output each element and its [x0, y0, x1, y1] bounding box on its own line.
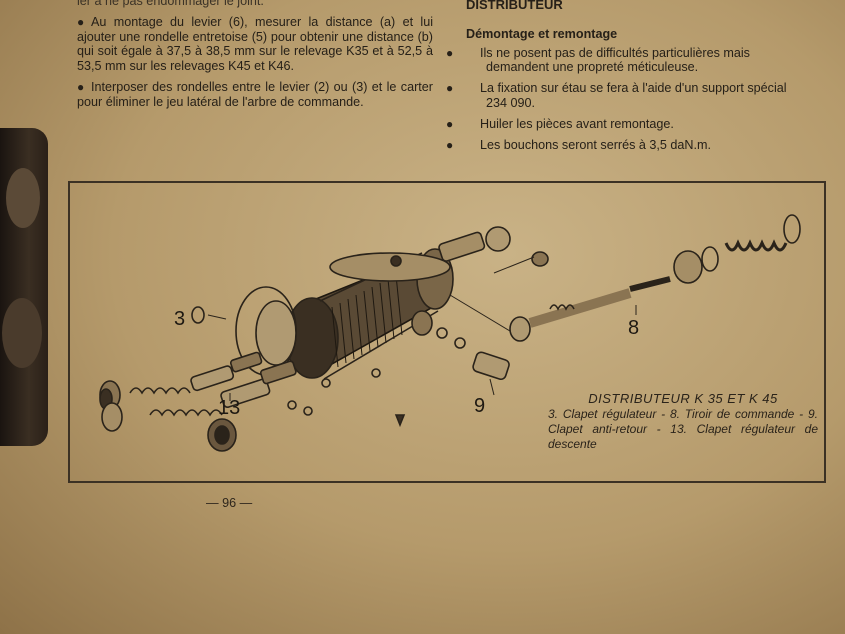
- page-number: — 96 —: [206, 496, 253, 510]
- subsection-title: Démontage et remontage: [466, 26, 618, 41]
- bullet-icon: ●: [446, 81, 454, 96]
- bullet-icon: ●: [446, 137, 454, 152]
- callout-13: 13: [218, 397, 241, 419]
- bullet-item: ● Huiler les pièces avant remontage.: [446, 116, 806, 132]
- photo-fragment: [0, 128, 48, 446]
- bullet-text: Les bouchons seront serrés à 3,5 daN.m.: [480, 137, 712, 152]
- bullet-text: Ils ne posent pas de difficultés particu…: [480, 45, 750, 75]
- spring-stack-lower: [149, 360, 297, 417]
- bullet-item: ● Ils ne posent pas de difficultés partic…: [446, 45, 806, 76]
- washer: [371, 368, 381, 378]
- callout-8: 8: [628, 317, 640, 339]
- bullet-icon: ●: [77, 14, 85, 29]
- caption-title: DISTRIBUTEUR K 35 ET K 45: [588, 391, 778, 406]
- washer: [287, 400, 297, 410]
- bleed-screw: [394, 414, 406, 428]
- right-text-column: DISTRIBUTEUR Démontage et remontage ● Ils…: [446, 0, 806, 158]
- bullet-text: Huiler les pièces avant remontage.: [480, 116, 674, 131]
- fitting-upper: [438, 226, 549, 267]
- flange-ring: [255, 300, 297, 366]
- callout-3: 3: [174, 308, 186, 330]
- bullet-item: ● Les bouchons seront serrés à 3,5 daN.m.: [446, 137, 806, 153]
- spring-stack-upper: [129, 351, 263, 395]
- bullet-icon: ●: [77, 79, 85, 94]
- caption-text: 3. Clapet régulateur - 8. Tiroir de comm…: [548, 407, 818, 451]
- leader-lines: [207, 256, 637, 401]
- section-title: DISTRIBUTEUR: [466, 0, 563, 12]
- spring-right: [673, 214, 801, 284]
- paragraph-levier-montage: ●Au montage du levier (6), mesurer la di…: [77, 15, 433, 74]
- left-text-column: ler à ne pas endommager le joint. ●Au mo…: [77, 0, 433, 116]
- check-valve-9: [436, 327, 510, 381]
- bullet-text: La fixation sur étau se fera à l'aide d'…: [480, 81, 787, 110]
- plug-lower: [101, 402, 123, 432]
- bullet-icon: ●: [446, 116, 454, 131]
- paragraph-rondelles: ●Interposer des rondelles entre le levie…: [77, 80, 433, 110]
- exploded-view-figure: 3 8 9 13 DISTRIBUTEUR K 35 ET K 45 3. Cl…: [68, 181, 826, 483]
- paragraph-text: Au montage du levier (6), mesurer la dis…: [77, 14, 433, 74]
- washer: [191, 306, 205, 324]
- figure-caption: DISTRIBUTEUR K 35 ET K 45 3. Clapet régu…: [548, 391, 818, 452]
- text-line: ler à ne pas endommager le joint.: [77, 0, 264, 8]
- bullet-icon: ●: [446, 45, 454, 60]
- washer: [321, 378, 331, 388]
- distributor-exploded-drawing: [99, 214, 801, 452]
- washer: [303, 406, 313, 416]
- callout-9: 9: [474, 395, 486, 417]
- control-spool-8: [509, 276, 671, 342]
- photo-shape: [6, 168, 40, 228]
- nut-13: [214, 425, 230, 445]
- paragraph-text: Interposer des rondelles entre le levier…: [77, 79, 433, 109]
- photo-shape: [2, 298, 42, 368]
- cylinder-body: [285, 248, 454, 380]
- bullet-item: ● La fixation sur étau se fera à l'aide d…: [446, 81, 806, 111]
